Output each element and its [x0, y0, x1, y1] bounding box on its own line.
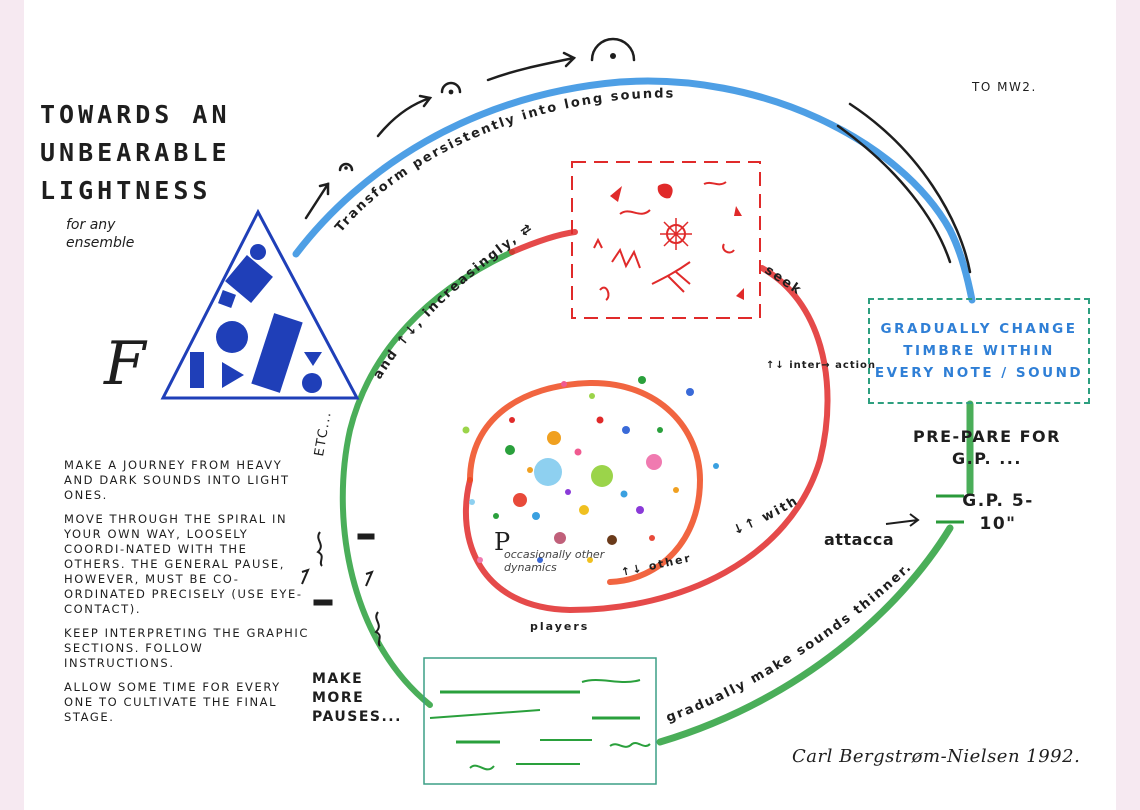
red-graphic-box	[571, 161, 761, 319]
instruction-3: Keep interpreting the graphic sections. …	[64, 626, 310, 670]
dedication-note: To MW2.	[972, 80, 1037, 94]
instruction-1: Make a journey from heavy and dark sound…	[64, 458, 290, 502]
dynamic-forte: f	[104, 329, 146, 399]
spiral-inner-loop	[467, 379, 704, 585]
instruction-4: Allow some time for every one to cultiva…	[64, 680, 281, 724]
attacca-arrow	[885, 513, 920, 527]
confetti-dots	[462, 376, 719, 563]
label-interaction: ↑↓ inter→ action	[766, 360, 876, 371]
spiral-blue-arc	[292, 77, 976, 304]
page-title: Towards an unbearable lightness	[40, 96, 330, 210]
pause-symbols	[301, 531, 381, 647]
label-seek: seek	[762, 263, 805, 299]
instructions: Make a journey from heavy and dark sound…	[64, 458, 314, 734]
spiral-red-middle	[463, 229, 831, 614]
fermata-arrows	[304, 37, 972, 274]
gp-label: G.P. 5-10"	[962, 491, 1034, 534]
start-triangle	[160, 208, 360, 400]
title-line-2: unbearable	[40, 138, 231, 167]
paper-background	[24, 0, 1116, 810]
spiral-green-left	[339, 249, 515, 708]
timbre-box: Gradually change timbre within every not…	[868, 298, 1090, 404]
label-players: players	[530, 620, 589, 633]
attacca-label: attacca	[824, 530, 895, 549]
gp-markers	[936, 494, 964, 524]
timbre-text: Gradually change timbre within every not…	[874, 321, 1084, 381]
green-graphic-box	[423, 657, 657, 785]
instruction-2: Move through the spiral in your own way,…	[64, 512, 303, 616]
prepare-label: Pre-pare for G.P. ...	[913, 427, 1061, 468]
title-line-3: lightness	[40, 176, 212, 205]
label-increasingly: and ↑↓, increasingly, ⇄	[371, 220, 537, 382]
label-other: ↑↓ other	[620, 551, 693, 579]
title-line-1: Towards an	[40, 100, 231, 129]
make-more-pauses: Make more pauses...	[312, 671, 402, 725]
fermata-dots	[344, 53, 616, 170]
spiral-green-outer	[656, 400, 974, 746]
dynamic-piano: p	[494, 528, 511, 556]
occasionally-note: occasionally other dynamics	[504, 548, 605, 574]
signature: Carl Bergstrøm-Nielsen 1992.	[792, 746, 1081, 767]
subtitle: for any ensemble	[66, 217, 135, 251]
